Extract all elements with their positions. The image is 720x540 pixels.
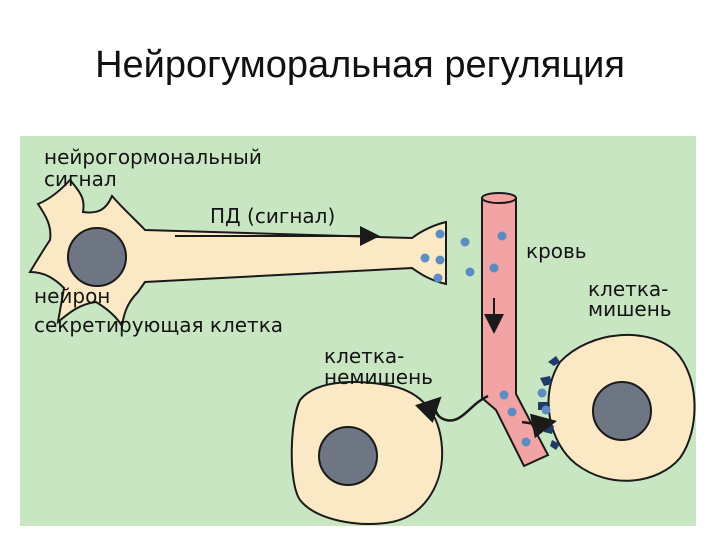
hormone-dot [420, 253, 430, 263]
label-nontarget-cell-2: немишень [324, 365, 433, 389]
nontarget-cell-nucleus [318, 426, 378, 486]
arrow-to-nontarget [415, 394, 489, 423]
label-neurohormonal-signal-2: сигнал [44, 167, 117, 191]
receptor [540, 376, 552, 386]
hormone-dot [489, 263, 499, 273]
arrow-to-target [521, 413, 557, 439]
nontarget-cell [290, 381, 444, 525]
label-nontarget-cell-1: клетка- [324, 344, 405, 368]
label-target-cell-2: мишень [588, 297, 672, 321]
secretory-neuron [28, 178, 448, 329]
label-neurohormonal-signal-1: нейрогормональный [44, 145, 262, 169]
hormone-dot [497, 231, 507, 241]
blood-vessel-opening [481, 192, 517, 204]
hormone-molecules [420, 229, 551, 447]
hormone-dot [507, 407, 517, 417]
label-target-cell-1: клетка- [588, 277, 669, 301]
hormone-dot [433, 273, 443, 283]
hormone-dot [541, 405, 551, 415]
hormone-dot [460, 237, 470, 247]
target-cell [547, 333, 696, 482]
hormone-dot [435, 229, 445, 239]
hormone-dot [521, 437, 531, 447]
blood-vessel [481, 197, 550, 468]
hormone-dot [537, 388, 547, 398]
receptor [548, 356, 560, 366]
receptor [550, 440, 560, 450]
label-neuron: нейрон [34, 284, 111, 308]
neuron-nucleus [67, 227, 127, 287]
hormone-dot [465, 267, 475, 277]
target-cell-nucleus [592, 381, 652, 441]
hormone-dot [499, 390, 509, 400]
slide-title: Нейрогуморальная регуляция [95, 44, 625, 86]
label-secretory-cell: секретирующая клетка [34, 313, 284, 337]
hormone-dot [435, 255, 445, 265]
label-blood: кровь [526, 239, 587, 263]
label-ap-signal: ПД (сигнал) [210, 204, 336, 228]
